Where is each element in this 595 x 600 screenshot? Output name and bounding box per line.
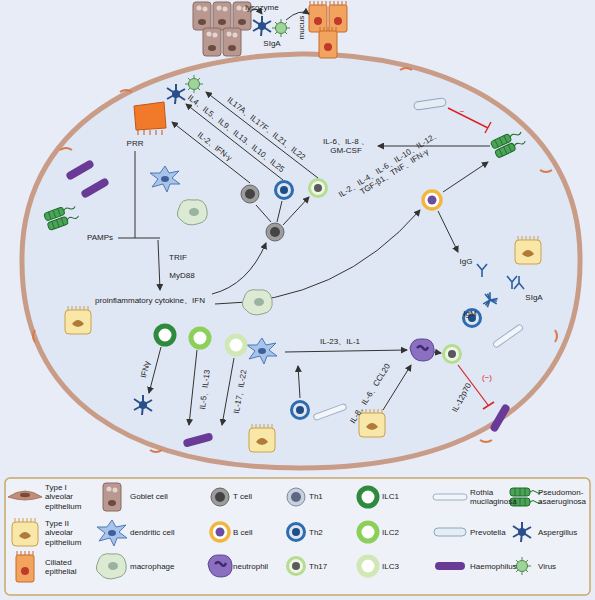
cytokine-label: TRIF (169, 253, 187, 262)
legend-text: ILC3 (382, 562, 434, 571)
legend-text: Th2 (309, 528, 367, 537)
cytokine-label: mucus (297, 16, 306, 40)
legend-text: Aspergillus (538, 528, 588, 537)
legend-text: ILC1 (382, 492, 434, 501)
cytokine-label: (−) (482, 373, 492, 382)
legend-text: Th17 (309, 562, 367, 571)
legend-text: B cell (233, 528, 291, 537)
cytokine-label: SIgA (263, 39, 280, 48)
cytokine-label: IgG (460, 257, 473, 266)
legend-text: Goblet cell (130, 492, 212, 501)
legend-text: Rothia mucilaginosa (470, 488, 534, 506)
cytokine-label: lysozyme (245, 3, 278, 12)
legend-text: Haemophilus (470, 562, 534, 571)
legend-text: neutrophil (233, 562, 291, 571)
legend-text: Virus (538, 562, 588, 571)
cytokine-label: SIgA (525, 293, 542, 302)
legend-text: ILC2 (382, 528, 434, 537)
legend-text: Th1 (309, 492, 367, 501)
cytokine-label: IL-23、IL-1 (320, 337, 360, 346)
legend-text: macrophage (130, 562, 212, 571)
legend-text: Pseudomon- asaeruginosa (538, 488, 588, 506)
legend-text: dendritic cell (130, 528, 212, 537)
cytokine-label: − (460, 107, 465, 116)
legend-text: Type II alveolar epithelium (45, 519, 95, 547)
legend-text: Ciliated epithelial (45, 558, 95, 576)
cytokine-label: IgM (463, 309, 476, 318)
cytokine-label: IL-6、IL-8 、GM-CSF (320, 137, 372, 155)
legend-text: Prevotella (470, 528, 534, 537)
cytokine-label: PRR (127, 139, 144, 148)
cytokine-label: PAMPs (87, 233, 113, 242)
cytokine-label: MyD88 (169, 271, 194, 280)
cytokine-label: proinflammatory cytokine、IFN (95, 296, 205, 305)
legend-text: T cell (233, 492, 291, 501)
legend-text: Type I alveolar epithelium (45, 483, 95, 511)
